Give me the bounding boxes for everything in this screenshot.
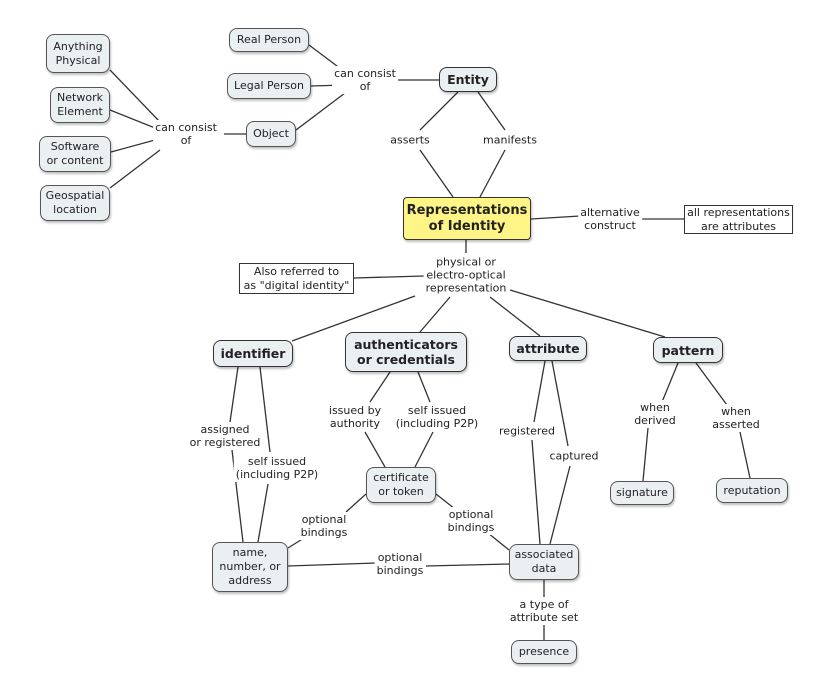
connector-representations-to-alternative xyxy=(530,215,581,220)
connector-name-to-optional-bottom xyxy=(287,562,377,567)
label-optional-bindings-left: optional bindings xyxy=(298,512,350,540)
node-authenticators-or-credentials: authenticators or credentials xyxy=(345,332,467,372)
node-anything-physical: Anything Physical xyxy=(46,34,110,73)
node-reputation: reputation xyxy=(716,478,788,503)
connector-registered-to-associated xyxy=(531,439,541,545)
connector-entity-to-manifests xyxy=(477,91,506,131)
connector-physical-to-authenticators xyxy=(419,296,451,333)
node-certificate-or-token: certificate or token xyxy=(366,467,436,503)
connector-authenticators-to-self-issued xyxy=(417,371,431,403)
connector-pattern-to-derived xyxy=(661,362,679,403)
node-all-representations-note: all representations are attributes xyxy=(684,205,793,234)
label-physical-representation: physical or electro-optical representati… xyxy=(423,254,509,296)
connector-optional-bottom-to-associated xyxy=(425,563,510,567)
node-legal-person: Legal Person xyxy=(227,73,311,99)
connector-asserts-to-representations xyxy=(419,149,454,198)
label-optional-bindings-right: optional bindings xyxy=(445,507,497,535)
connector-manifests-to-representations xyxy=(479,149,506,198)
label-asserts: asserts xyxy=(388,132,432,148)
node-software-content: Software or content xyxy=(39,136,111,172)
node-entity: Entity xyxy=(439,67,497,92)
connector-physical-to-attribute xyxy=(489,296,541,337)
connector-self-issued-to-certificate xyxy=(414,431,434,468)
node-attribute: attribute xyxy=(509,336,587,361)
connector-optional-right-to-associated xyxy=(487,532,510,551)
connector-pattern-to-asserted xyxy=(695,362,728,406)
label-issued-by-authority: issued by authority xyxy=(326,403,384,431)
label-manifests: manifests xyxy=(481,132,539,148)
node-digital-identity-note: Also referred to as "digital identity" xyxy=(239,263,354,294)
label-object-can-consist-of: can consist of xyxy=(153,120,219,148)
connector-captured-to-associated xyxy=(549,465,571,545)
label-entity-can-consist-of: can consist of xyxy=(332,66,398,94)
label-self-issued-credentials: self issued (including P2P) xyxy=(393,403,481,431)
connector-physical-to-digital-note xyxy=(353,275,425,279)
connector-consist-to-anything-physical xyxy=(109,69,161,123)
connector-physical-to-pattern xyxy=(509,289,666,338)
connector-self-issued-to-name xyxy=(257,483,269,543)
label-when-derived: when derived xyxy=(632,400,678,428)
label-registered: registered xyxy=(497,423,557,439)
label-alternative-construct: alternative construct xyxy=(578,205,642,233)
node-associated-data: associated data xyxy=(509,544,579,580)
connector-authenticators-to-issued xyxy=(369,371,391,403)
label-type-of-attribute-set: a type of attribute set xyxy=(507,597,581,625)
label-optional-bindings-bottom: optional bindings xyxy=(374,550,426,578)
node-network-element: Network Element xyxy=(50,87,110,123)
node-object: Object xyxy=(246,121,296,147)
connector-consist-to-geospatial xyxy=(109,149,161,189)
node-real-person: Real Person xyxy=(229,28,309,52)
connector-physical-to-identifier xyxy=(291,295,416,342)
label-self-issued-identifier: self issued (including P2P) xyxy=(233,454,321,482)
connector-attribute-to-registered xyxy=(533,360,546,423)
connector-derived-to-signature xyxy=(642,427,649,482)
connector-identifier-to-assigned xyxy=(229,366,239,423)
connector-consist-to-object xyxy=(295,92,346,131)
connector-issued-to-certificate xyxy=(364,431,386,468)
connector-consist-to-network-element xyxy=(109,109,156,129)
node-geospatial-location: Geospatial location xyxy=(40,185,110,221)
label-when-asserted: when asserted xyxy=(710,404,762,432)
label-assigned-or-registered: assigned or registered xyxy=(187,422,263,450)
node-identifier: identifier xyxy=(213,340,293,367)
connector-certificate-to-optional-right xyxy=(435,493,456,510)
connector-attribute-to-captured xyxy=(551,360,569,447)
connector-certificate-to-optional-left xyxy=(345,493,367,513)
node-name-number-address: name, number, or address xyxy=(212,542,288,592)
node-representations-of-identity: Representations of Identity xyxy=(403,197,531,240)
connector-identifier-to-self-issued xyxy=(259,366,271,453)
connector-entity-to-asserts xyxy=(419,91,459,131)
node-signature: signature xyxy=(610,481,674,505)
label-captured: captured xyxy=(547,448,601,464)
node-presence: presence xyxy=(511,640,577,664)
connector-consist-to-software xyxy=(110,139,156,153)
connector-asserted-to-reputation xyxy=(739,431,751,479)
node-pattern: pattern xyxy=(653,337,723,363)
